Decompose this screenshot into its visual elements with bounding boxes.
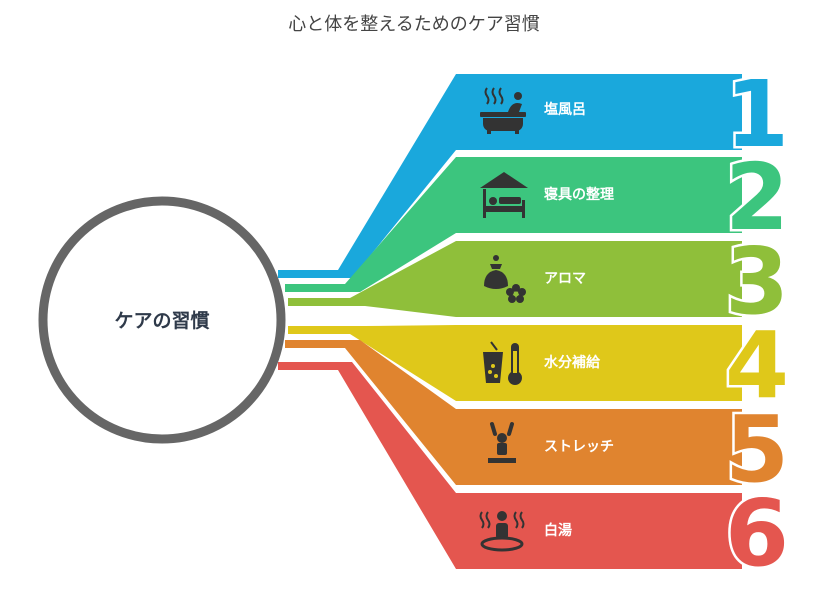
- band-1-shape: [278, 74, 742, 278]
- band-1: [278, 74, 742, 278]
- band-6-number: 6: [725, 480, 789, 587]
- center-circle: [38, 196, 286, 444]
- bathtub-icon: [480, 87, 526, 134]
- drink-thermometer-icon: [483, 341, 522, 385]
- center-label: ケアの習慣: [114, 310, 210, 332]
- band-5-shape: [285, 340, 742, 485]
- item-6-label: 白湯: [544, 523, 572, 539]
- band-3-number: 3: [725, 228, 789, 335]
- item-5-label: ストレッチ: [544, 439, 614, 455]
- band-6: [278, 362, 742, 569]
- band-2-shape: [285, 157, 742, 292]
- band-3-shape: [288, 241, 742, 317]
- band-2-number: 2: [725, 144, 789, 251]
- band-6-shape: [278, 362, 742, 569]
- band-2: [285, 157, 742, 292]
- item-1-label: 塩風呂: [544, 102, 586, 118]
- band-numbers: 1 2 3 4 5 6: [722, 59, 791, 590]
- band-5: [285, 340, 742, 485]
- item-2-label: 寝具の整理: [544, 187, 614, 203]
- band-1-number: 1: [725, 61, 789, 168]
- item-4-label: 水分補給: [544, 355, 600, 371]
- page-title: 心と体を整えるためのケア習慣: [288, 14, 540, 35]
- aroma-icon: [484, 255, 526, 303]
- band-5-number: 5: [725, 396, 789, 503]
- stretch-icon: [488, 422, 516, 463]
- hot-water-icon: [479, 511, 525, 552]
- bed-icon: [480, 172, 528, 218]
- band-4-number: 4: [725, 312, 789, 419]
- band-3: [288, 241, 742, 317]
- item-3-label: アロマ: [544, 271, 586, 287]
